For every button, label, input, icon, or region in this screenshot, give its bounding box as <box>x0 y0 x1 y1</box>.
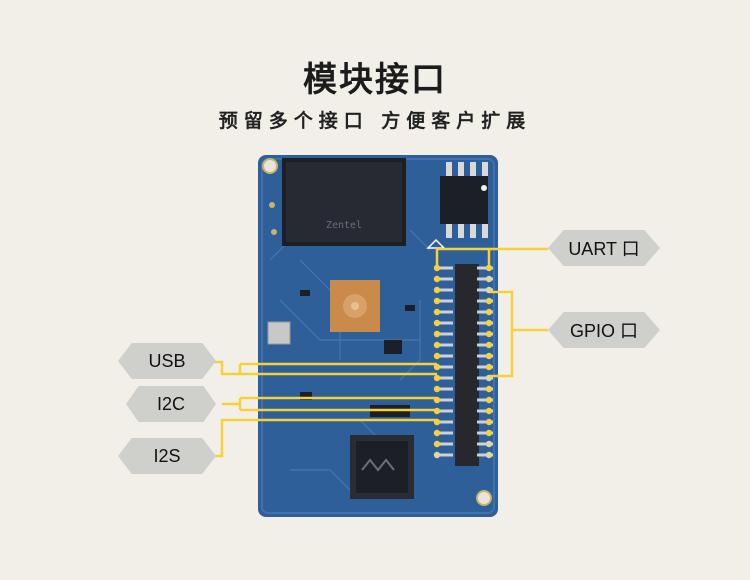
header-pin <box>485 396 493 404</box>
header-pin-lead <box>437 343 453 347</box>
gpio-port-tag: GPIO 口 <box>548 312 660 348</box>
header-pin <box>433 363 441 371</box>
header-pin-lead <box>477 365 493 369</box>
header-pin <box>485 330 493 338</box>
header-pin <box>433 374 441 382</box>
header-pin-lead <box>477 266 493 270</box>
header-pin-lead <box>477 321 493 325</box>
header-pin-lead <box>437 321 453 325</box>
header-pin <box>485 407 493 415</box>
header-pin-lead <box>437 387 453 391</box>
header-pin-lead <box>477 354 493 358</box>
i2s-port-tag: I2S <box>118 438 216 474</box>
header-pin-lead <box>437 354 453 358</box>
header-pin <box>433 440 441 448</box>
pin-header <box>426 238 493 466</box>
header-pin <box>485 341 493 349</box>
header-pin <box>433 429 441 437</box>
header-pin-lead <box>477 431 493 435</box>
header-pin-lead <box>437 409 453 413</box>
header-pin-lead <box>437 398 453 402</box>
header-pin-lead <box>437 376 453 380</box>
header-pin <box>433 352 441 360</box>
thermal-pad <box>330 280 380 332</box>
header-pin-lead <box>437 442 453 446</box>
header-pin <box>485 418 493 426</box>
header-pin <box>485 275 493 283</box>
header-pin-lead <box>437 453 453 457</box>
usb-port-tag: USB <box>118 343 216 379</box>
header-pin-lead <box>477 288 493 292</box>
svg-text:Zentel: Zentel <box>326 220 362 231</box>
eeprom-chip <box>440 162 488 238</box>
header-pin <box>433 451 441 459</box>
header-pin-lead <box>477 420 493 424</box>
i2c-port-tag: I2C <box>126 386 216 422</box>
header-pin <box>485 352 493 360</box>
header-pin-lead <box>477 332 493 336</box>
header-pin <box>433 264 441 272</box>
header-pin <box>433 330 441 338</box>
header-pin <box>433 286 441 294</box>
page-title: 模块接口 <box>303 60 447 100</box>
header-pin <box>433 341 441 349</box>
header-pin-lead <box>437 266 453 270</box>
crystal <box>267 321 291 345</box>
header-pin <box>485 429 493 437</box>
header-pin-lead <box>437 288 453 292</box>
header-pin <box>433 308 441 316</box>
header-pin-lead <box>477 277 493 281</box>
page-subtitle: 预留多个接口 方便客户扩展 <box>218 110 532 132</box>
header-pin-lead <box>477 343 493 347</box>
header-pin <box>433 275 441 283</box>
header-pin <box>433 297 441 305</box>
uart-port-tag: UART 口 <box>548 230 660 266</box>
header-pin-lead <box>477 310 493 314</box>
header-pin-lead <box>437 365 453 369</box>
header-pin <box>433 385 441 393</box>
header-pin <box>485 451 493 459</box>
header-pin <box>485 363 493 371</box>
header-pin-lead <box>437 299 453 303</box>
header-pin-lead <box>477 387 493 391</box>
header-pin-lead <box>437 332 453 336</box>
flash-chip: Zentel <box>282 158 406 246</box>
callout-lines <box>212 247 548 458</box>
header-pin-lead <box>437 420 453 424</box>
header-pin <box>485 308 493 316</box>
header-pin-lead <box>477 299 493 303</box>
header-pin <box>485 385 493 393</box>
header-pin-lead <box>477 398 493 402</box>
header-pin <box>485 319 493 327</box>
header-pin <box>433 319 441 327</box>
header-pin-lead <box>437 431 453 435</box>
header-pin-lead <box>477 376 493 380</box>
header-pin <box>485 440 493 448</box>
header-pin <box>485 297 493 305</box>
header-pin <box>485 264 493 272</box>
header-pin-lead <box>437 277 453 281</box>
header-pin-lead <box>437 310 453 314</box>
header-pin-lead <box>477 453 493 457</box>
header-pin-lead <box>477 409 493 413</box>
header-pin-lead <box>477 442 493 446</box>
controller-chip <box>350 435 414 499</box>
